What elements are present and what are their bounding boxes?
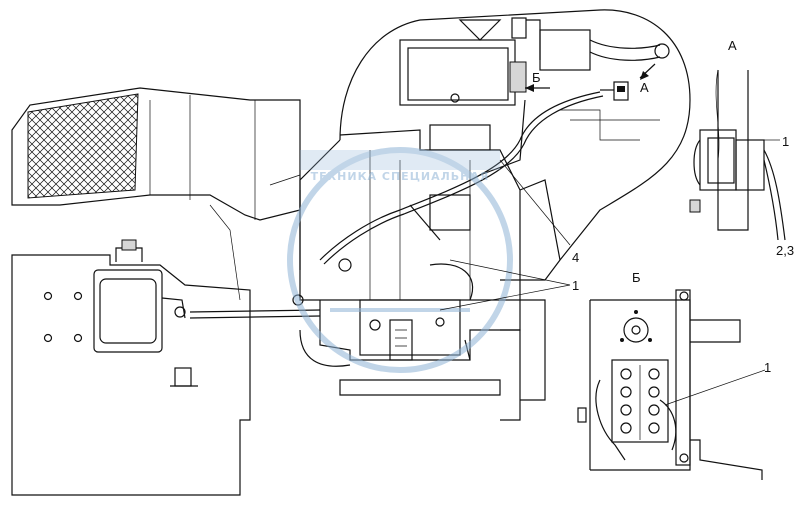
watermark-logo: ТЕХНИКА СПЕЦИАЛЬНАЯ [287, 147, 513, 373]
engine-right-frame [519, 109, 660, 401]
connector-a [600, 81, 629, 101]
arrow-a-label: А [640, 80, 649, 95]
engine-block [292, 124, 521, 306]
callout-1-main: 1 [572, 278, 579, 293]
chassis-frame [11, 204, 251, 496]
leader-part-1-main: 1 [439, 259, 579, 311]
view-a-detail: А 1 2,3 [689, 38, 794, 258]
radiator-grille [27, 93, 139, 199]
bottom-bracket [170, 367, 198, 387]
battery-box [93, 239, 186, 353]
view-a-title: А [728, 38, 737, 53]
coolant-pipe [539, 29, 670, 71]
control-rod [189, 309, 321, 319]
callout-4: 4 [572, 250, 579, 265]
lower-housing [299, 299, 521, 421]
arrow-b-label: Б [532, 70, 541, 85]
leader-part-4: 4 [499, 159, 579, 265]
view-arrow-a: А [639, 63, 656, 95]
callout-1-view-b: 1 [764, 360, 771, 375]
view-b-title: Б [632, 270, 641, 285]
callout-23-view-a: 2,3 [776, 243, 794, 258]
view-b-detail: Б 1 [577, 270, 771, 480]
callout-1-view-a: 1 [782, 134, 789, 149]
cab-body-outline [11, 87, 301, 221]
view-arrow-b: Б [525, 70, 550, 92]
engine-compartment-outline [269, 9, 691, 281]
watermark-text: ТЕХНИКА СПЕЦИАЛЬНАЯ [311, 170, 490, 183]
control-unit-box [399, 17, 541, 106]
